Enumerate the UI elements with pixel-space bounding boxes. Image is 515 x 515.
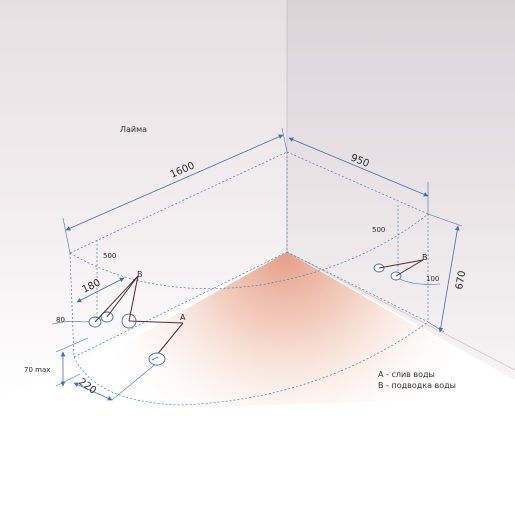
marker-b-left: B bbox=[137, 270, 143, 279]
dimension-label-100: 100 bbox=[426, 275, 439, 283]
dimension-line bbox=[438, 225, 460, 333]
floor-drain bbox=[148, 352, 166, 366]
extension-line bbox=[55, 337, 89, 353]
water-supply-left: B bbox=[88, 270, 143, 328]
tub-left-vertical bbox=[69, 252, 75, 358]
floor-glow bbox=[60, 252, 460, 410]
dimension-80: 80 bbox=[51, 316, 97, 325]
extension-line bbox=[427, 213, 463, 227]
leader-line bbox=[106, 275, 139, 318]
dimension-670: 670 bbox=[427, 213, 468, 333]
marker-b-right: B bbox=[422, 253, 428, 262]
leader-line bbox=[128, 320, 184, 324]
dimension-line bbox=[73, 382, 113, 401]
extension-line bbox=[62, 217, 71, 254]
water-supply-right: B bbox=[373, 253, 428, 281]
leader-line bbox=[128, 275, 139, 322]
dimension-label-70-max: 70 max bbox=[24, 366, 50, 374]
legend: А - слив воды В - подводка воды bbox=[378, 370, 456, 390]
dimension-1600: 1600 bbox=[62, 127, 288, 254]
drain-fitting-circle bbox=[148, 352, 166, 366]
dimension-100: 100 bbox=[397, 275, 441, 285]
drain-slot bbox=[151, 356, 159, 361]
dimension-label-500-right: 500 bbox=[372, 226, 385, 234]
model-name: Лайма bbox=[120, 125, 147, 134]
dimension-950: 950 bbox=[288, 137, 429, 214]
dimension-label-670: 670 bbox=[454, 270, 468, 291]
leader-line bbox=[155, 322, 184, 357]
legend-item-a: А - слив воды bbox=[378, 370, 435, 379]
extension-line bbox=[111, 361, 159, 401]
dimension-label-500-left: 500 bbox=[103, 252, 116, 260]
leader-line bbox=[395, 259, 424, 277]
tub-rim-curve bbox=[69, 213, 429, 289]
extension-line bbox=[281, 127, 288, 153]
dimension-line bbox=[76, 277, 125, 303]
leader-line bbox=[94, 275, 139, 323]
dimension-line bbox=[288, 137, 429, 197]
dimension-line bbox=[65, 134, 284, 231]
overflow-drain: A bbox=[121, 275, 186, 357]
marker-a: A bbox=[180, 313, 186, 322]
leader-line bbox=[378, 259, 424, 269]
floor-edge-right bbox=[286, 251, 515, 371]
dimension-70-max: 70 max bbox=[24, 337, 89, 387]
legend-item-b: В - подводка воды bbox=[378, 381, 456, 390]
extension-line bbox=[55, 373, 81, 387]
leader-line bbox=[397, 277, 441, 285]
dimension-label-80: 80 bbox=[56, 316, 65, 324]
leader-line bbox=[51, 319, 97, 325]
tub-base-back-edge bbox=[73, 251, 288, 358]
